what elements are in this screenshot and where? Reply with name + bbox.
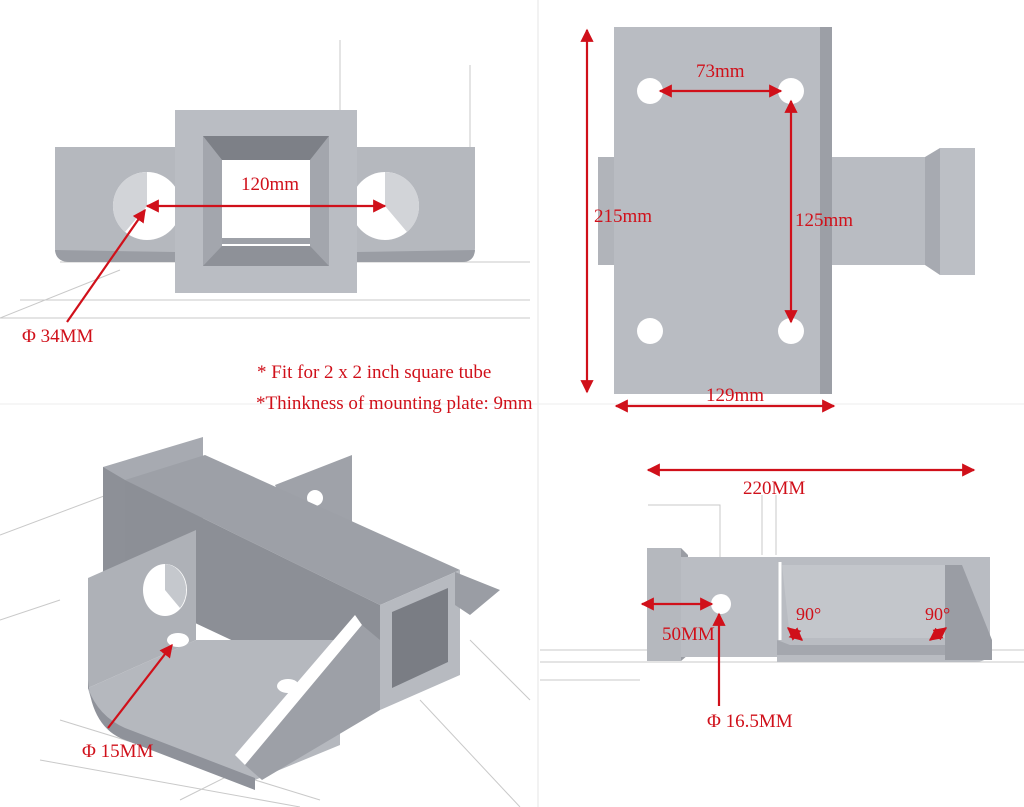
bottom-left-mount-hole	[637, 318, 663, 344]
iso-tube-top	[125, 455, 460, 605]
side-right-gusset	[945, 565, 992, 660]
iso-gusset	[245, 625, 380, 780]
notes: * Fit for 2 x 2 inch square tube *Thinkn…	[256, 362, 533, 414]
angle-marker-left	[786, 627, 804, 641]
dim-plate-height: 215mm	[594, 206, 652, 227]
plate-edge	[820, 27, 832, 394]
top-right-mount-hole	[778, 78, 804, 104]
dim-overall-length: 220MM	[743, 478, 805, 499]
left-wing-edge	[55, 250, 175, 262]
top-left-mount-hole	[637, 78, 663, 104]
tube-inner-lip	[222, 238, 310, 244]
side-recess	[782, 565, 945, 638]
iso-tube-end-opening	[392, 588, 448, 688]
top-view: 73mm 215mm 125mm 129mm	[580, 27, 975, 413]
receiver-tube	[832, 157, 940, 265]
leader-big-hole	[66, 208, 146, 323]
note-tube-fit: * Fit for 2 x 2 inch square tube	[257, 362, 491, 383]
tube-through-hole	[222, 160, 310, 246]
iso-base-edge	[88, 680, 255, 790]
plate-left-tab	[598, 157, 614, 265]
dim-hole-spacing: 120mm	[241, 174, 299, 195]
iso-big-hole-shade	[165, 564, 187, 608]
iso-base-hole-2	[277, 679, 299, 693]
dim-plate-width: 129mm	[706, 385, 764, 406]
side-base-step	[777, 640, 945, 655]
left-hole-shade	[112, 171, 147, 232]
dim-horizontal-pitch: 73mm	[696, 61, 745, 82]
iso-receiver-arm	[455, 572, 500, 615]
iso-gusset-highlight	[235, 615, 362, 765]
right-wing-edge	[357, 250, 475, 262]
dim-angle-left: 90°	[796, 604, 821, 624]
iso-base-hole-1	[167, 633, 189, 647]
dim-hole-offset: 50MM	[662, 624, 715, 645]
dim-angle-right: 90°	[925, 604, 950, 624]
angle-marker-right	[928, 627, 948, 641]
iso-right-wing-hole	[307, 490, 323, 506]
side-view: 220MM 50MM Φ 16.5MM 90° 90°	[540, 463, 1024, 732]
bottom-right-mount-hole	[778, 318, 804, 344]
tube-inner-top	[203, 136, 329, 160]
dim-vertical-pitch: 125mm	[795, 210, 853, 231]
front-view: 120mm Φ 34MM	[0, 40, 530, 347]
dim-small-hole-diameter: Φ 15MM	[82, 741, 154, 762]
note-plate-thickness: *Thinkness of mounting plate: 9mm	[256, 393, 533, 414]
side-pin-hole	[711, 594, 731, 614]
dim-pin-hole-diameter: Φ 16.5MM	[707, 711, 793, 732]
receiver-end-face	[940, 148, 975, 275]
right-hole-shade	[385, 171, 420, 232]
isometric-view: Φ 15MM	[0, 437, 531, 807]
leader-small-hole	[107, 643, 173, 729]
dim-big-hole-diameter: Φ 34MM	[22, 326, 94, 347]
